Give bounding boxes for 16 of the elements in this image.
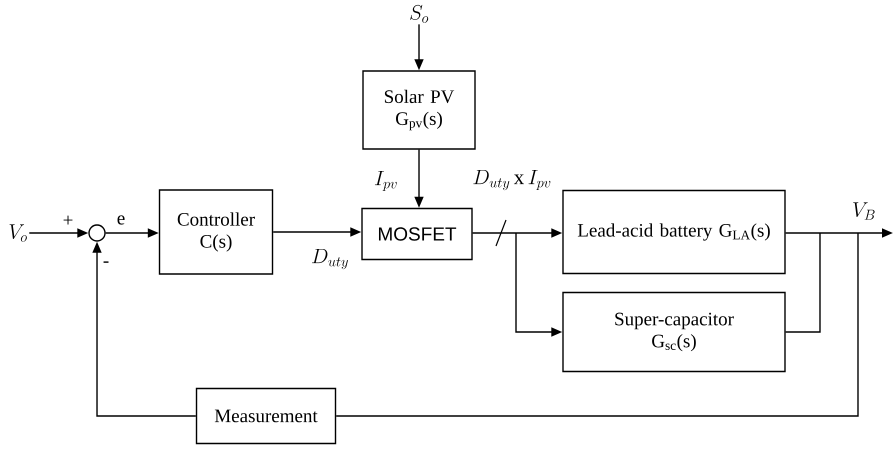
- signal-label: $V_o$: [10, 224, 27, 242]
- edge-label: $D_{uty}$: [310, 248, 350, 270]
- edge-label: +: [62, 214, 74, 228]
- edge-label: $I_{pv}$: [373, 170, 399, 192]
- edge-label: -: [102, 260, 110, 268]
- block-box: MOSFET: [361, 208, 473, 260]
- summing-junction: [88, 224, 106, 242]
- block-box: Lead-acid battery G$_{LA}$(s): [562, 190, 786, 274]
- block-box: Solar PV G$_{pv}$(s): [362, 70, 476, 150]
- block-box: Controller C(s): [158, 189, 274, 275]
- block-box: Measurement: [196, 388, 336, 444]
- block-box: Super-capacitor G$_{sc}$(s): [562, 292, 786, 372]
- edge-label: $D_{uty}\,\mathrm{x}\,I_{pv}$: [471, 168, 553, 192]
- signal-label: $S_o$: [410, 4, 428, 23]
- edge-label: $V_B$: [851, 201, 877, 221]
- edge-label: e: [116, 214, 126, 226]
